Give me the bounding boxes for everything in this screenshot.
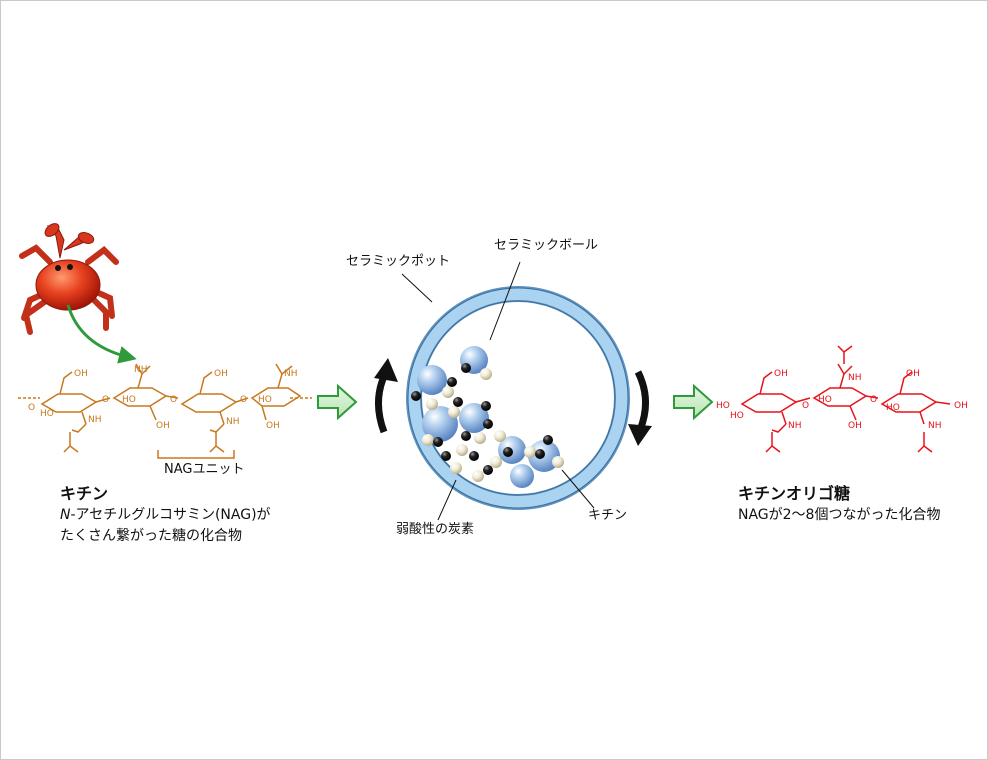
atom-label: OH	[774, 369, 788, 379]
oligo-atom-labels: OH HO HO NH O HO NH OH O OH HO NH OH	[716, 369, 968, 431]
atom-label: HO	[716, 401, 730, 411]
atom-label: O	[240, 395, 247, 405]
chitin-description-line2: たくさん繋がった糖の化合物	[60, 528, 242, 544]
atom-label: OH	[266, 421, 280, 431]
oligo-structure	[740, 345, 951, 453]
atom-label: NH	[226, 417, 240, 427]
atom-label: OH	[906, 369, 920, 379]
rotation-arrow-left	[375, 370, 390, 434]
ceramic-pot-label: セラミックポット	[346, 254, 451, 269]
crab-illustration	[19, 223, 119, 335]
rotation-arrow-right	[634, 370, 649, 432]
atom-label: NH	[134, 365, 148, 375]
atom-label: HO	[730, 411, 744, 421]
atom-label: OH	[74, 369, 88, 379]
chitin-description-line1: N-アセチルグルコサミン(NAG)が	[60, 506, 271, 525]
atom-label: HO	[122, 395, 136, 405]
atom-label: HO	[886, 403, 900, 413]
atom-label: NH	[928, 421, 942, 431]
crab-to-chitin-arrow	[66, 304, 137, 364]
atom-label: O	[102, 395, 109, 405]
process-arrow-2	[673, 383, 714, 421]
atom-label: O	[170, 395, 177, 405]
chitin-title: キチン	[60, 484, 109, 503]
ceramic-ball-label: セラミックボール	[494, 238, 599, 253]
oligo-description: NAGが2～8個つながった化合物	[738, 507, 941, 523]
atom-label: NH	[788, 421, 802, 431]
chitin-structure	[18, 363, 312, 459]
atom-label: O	[28, 403, 35, 413]
atom-label: HO	[258, 395, 272, 405]
atom-label: OH	[954, 401, 968, 411]
nag-unit-label: NAGユニット	[164, 462, 245, 477]
carbon-particles	[411, 363, 553, 475]
process-arrow-1	[317, 383, 358, 421]
atom-label: OH	[214, 369, 228, 379]
atom-label: NH	[848, 373, 862, 383]
italic-n: N	[60, 507, 71, 523]
leader-lines	[401, 261, 595, 521]
atom-label: NH	[284, 369, 298, 379]
atom-label: O	[802, 401, 809, 411]
weak-acid-carbon-label: 弱酸性の炭素	[396, 522, 475, 537]
chitin-atom-labels: OH O HO NH O HO NH OH O OH NH O HO NH OH	[28, 365, 298, 431]
atom-label: OH	[156, 421, 170, 431]
chitin-particles	[422, 368, 564, 482]
desc-line1-rest: -アセチルグルコサミン(NAG)が	[70, 507, 271, 523]
atom-label: HO	[40, 409, 54, 419]
oligo-title: キチンオリゴ糖	[738, 484, 851, 503]
atom-label: OH	[848, 421, 862, 431]
atom-label: O	[870, 395, 877, 405]
atom-label: HO	[818, 395, 832, 405]
atom-label: NH	[88, 415, 102, 425]
chitin-particle-label: キチン	[588, 508, 628, 523]
